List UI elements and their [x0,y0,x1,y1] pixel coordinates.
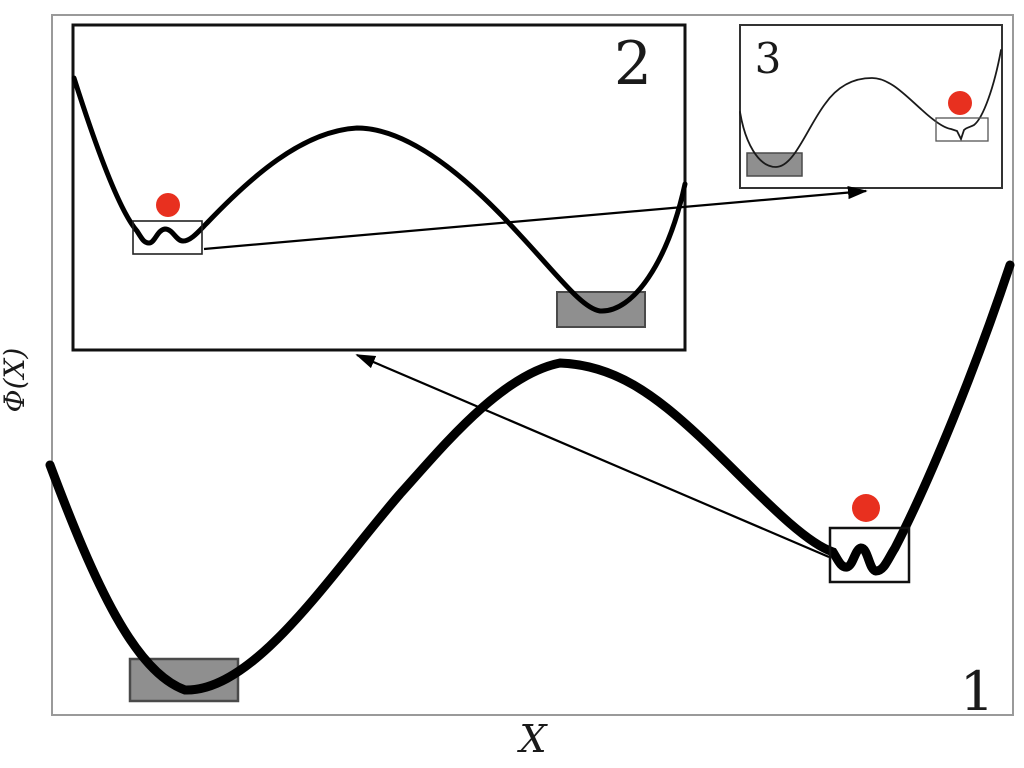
panel-main: 1 [45,260,1015,723]
panel-inset-3: 3 [739,24,1003,189]
equilibrium-region-inset-3 [746,152,803,177]
panel-label-1: 1 [960,660,994,723]
potential-curve-inset-3 [739,49,1002,168]
potential-curve-inset-2 [71,75,688,314]
red-particle-main [852,494,880,522]
y-axis-label: Φ(X) [0,348,31,413]
zoom-box-main-well [828,526,911,584]
potential-curve-main [45,260,1015,695]
panel-label-2: 2 [614,29,652,99]
axes-frame [51,14,1014,716]
x-axis-label: X [516,717,548,761]
zoom-box-inset-3-well [935,117,989,142]
red-particle-inset-3 [948,91,972,115]
red-particle-inset-2 [156,193,180,217]
panel-inset-2: 2 [71,23,688,352]
zoom-arrow-inset-2-to-inset-3 [203,185,868,251]
zoom-box-inset-2-well [132,220,203,255]
panel-label-3: 3 [755,34,782,83]
zoom-arrow-main-to-inset-2 [355,353,830,559]
